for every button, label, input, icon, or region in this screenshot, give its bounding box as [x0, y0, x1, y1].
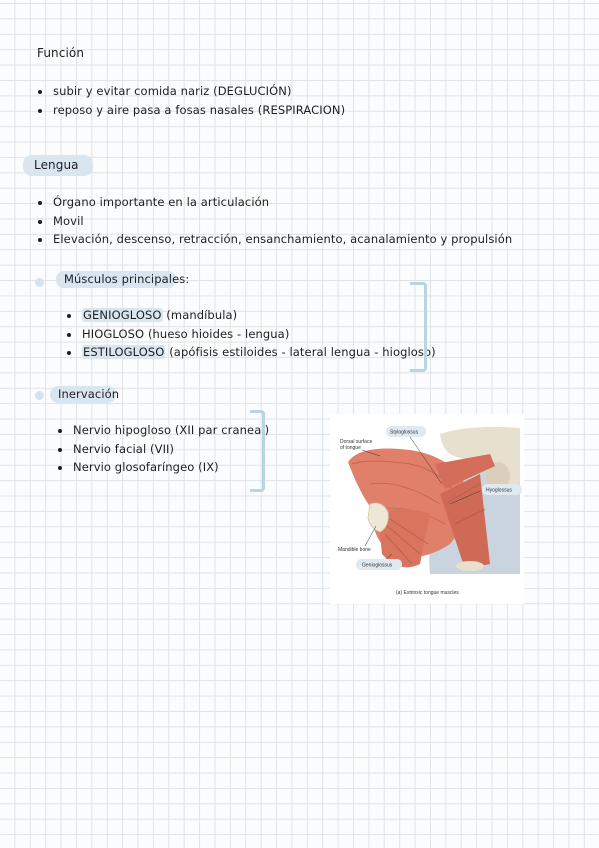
list-item: GENIOGLOSO (mandíbula) [67, 306, 436, 325]
tongue-muscles-illustration: Styloglossus Dorsal surface of tongue Hy… [330, 414, 524, 604]
inervacion-list: Nervio hipogloso (XII par craneal) Nervi… [57, 421, 269, 477]
list-item: Órgano importante en la articulación [37, 193, 512, 212]
figure-caption: (a) Extrinsic tongue muscles [396, 590, 459, 596]
list-item: Nervio glosofaríngeo (IX) [57, 458, 269, 477]
label-hyoglossus: Hyoglossus [486, 488, 512, 494]
bracket [410, 282, 427, 372]
funcion-list: subir y evitar comida nariz (DEGLUCIÓN) … [37, 82, 345, 120]
list-item: subir y evitar comida nariz (DEGLUCIÓN) [37, 82, 345, 101]
muscle-name: HIOGLOSO [82, 326, 145, 341]
muscle-name: GENIOGLOSO [82, 308, 163, 322]
label-dorsal-surface-2: of tongue [340, 445, 361, 451]
list-item: Nervio hipogloso (XII par craneal) [57, 421, 269, 440]
list-item: Movil [37, 212, 512, 231]
bullet-dot [35, 278, 44, 287]
list-item: Nervio facial (VII) [57, 440, 269, 459]
label-genioglossus: Genioglossus [362, 563, 393, 569]
muscle-name: ESTILOGLOSO [82, 345, 166, 359]
musculos-heading: Músculos principales: [64, 272, 190, 286]
bracket [250, 410, 265, 492]
muscle-detail: (mandíbula) [162, 308, 238, 322]
list-item: ESTILOGLOSO (apófisis estiloides - later… [67, 343, 436, 362]
anatomy-diagram: Styloglossus Dorsal surface of tongue Hy… [338, 426, 522, 596]
musculos-list: GENIOGLOSO (mandíbula) HIOGLOSO (hueso h… [67, 306, 436, 362]
lengua-heading: Lengua [34, 158, 79, 172]
list-item: reposo y aire pasa a fosas nasales (RESP… [37, 101, 345, 120]
label-styloglossus: Styloglossus [390, 430, 419, 436]
label-dorsal-surface: Dorsal surface [340, 439, 372, 445]
label-mandible-bone: Mandible bone [338, 547, 371, 553]
musculos-highlight [56, 271, 176, 288]
bullet-dot [35, 391, 44, 400]
list-item: HIOGLOSO (hueso hioides - lengua) [67, 325, 436, 344]
lengua-highlight [23, 155, 93, 176]
funcion-heading: Función [37, 46, 85, 60]
muscle-detail: (hueso hioides - lengua) [144, 326, 290, 341]
inervacion-heading: Inervación [58, 387, 120, 401]
list-item: Elevación, descenso, retracción, ensanch… [37, 230, 512, 249]
inervacion-highlight [50, 386, 116, 403]
muscle-detail: (apófisis estiloides - lateral lengua - … [165, 345, 436, 359]
lengua-list: Órgano importante en la articulación Mov… [37, 193, 512, 249]
